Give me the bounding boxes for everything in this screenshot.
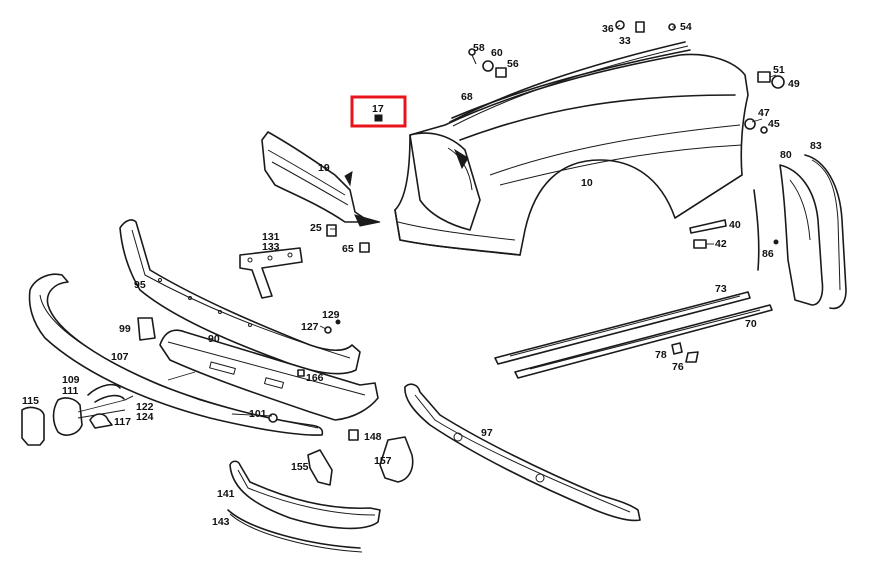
part-17-icon xyxy=(374,114,383,122)
callout-107: 107 xyxy=(111,351,129,363)
lamp-109-111 xyxy=(52,397,126,436)
callout-111: 111 xyxy=(62,385,79,397)
clips-76-78 xyxy=(671,342,699,363)
callout-47: 47 xyxy=(758,107,770,119)
parts-117-122-124 xyxy=(87,383,134,429)
callout-83: 83 xyxy=(810,140,822,152)
bracket-99 xyxy=(137,317,156,341)
fender-part xyxy=(394,49,749,256)
callout-10: 10 xyxy=(581,177,593,189)
callout-58: 58 xyxy=(473,42,485,54)
sill-molding-70 xyxy=(514,304,773,379)
callout-49: 49 xyxy=(788,78,800,90)
callout-148: 148 xyxy=(364,431,382,443)
panels-80-83 xyxy=(779,154,847,310)
callout-157: 157 xyxy=(374,455,392,467)
panel-19 xyxy=(261,131,381,227)
fasteners-127-129 xyxy=(324,319,341,334)
sill-molding-73 xyxy=(494,291,751,365)
callout-33: 33 xyxy=(619,35,631,47)
callout-117: 117 xyxy=(114,416,131,428)
callout-51: 51 xyxy=(773,64,785,76)
callout-90: 90 xyxy=(208,333,220,345)
molding-68 xyxy=(449,41,689,127)
clip-148 xyxy=(348,429,359,441)
bracket-131-133 xyxy=(239,247,303,299)
callout-155: 155 xyxy=(291,461,309,473)
bumper-95 xyxy=(119,219,361,375)
callout-97: 97 xyxy=(481,427,493,439)
callout-101: 101 xyxy=(249,408,267,420)
callout-73: 73 xyxy=(715,283,727,295)
callout-78: 78 xyxy=(655,349,667,361)
callout-127: 127 xyxy=(301,321,319,333)
molding-141 xyxy=(229,460,381,530)
callout-115: 115 xyxy=(22,395,39,407)
callout-80: 80 xyxy=(780,149,792,161)
callout-68: 68 xyxy=(461,91,473,103)
bracket-155 xyxy=(307,449,333,486)
callout-95: 95 xyxy=(134,279,146,291)
callout-109: 109 xyxy=(62,374,80,386)
callout-54: 54 xyxy=(680,21,692,33)
bracket-157 xyxy=(379,436,414,483)
callout-36: 36 xyxy=(602,23,614,35)
callout-25: 25 xyxy=(310,222,322,234)
bumper-90 xyxy=(159,329,379,421)
callout-129: 129 xyxy=(322,309,340,321)
bumper-107 xyxy=(28,273,324,436)
callout-labels: 36 33 54 58 60 56 51 49 68 47 45 17 83 8… xyxy=(22,21,822,528)
callout-19: 19 xyxy=(318,162,330,174)
callout-42: 42 xyxy=(715,238,727,250)
callout-40: 40 xyxy=(729,219,741,231)
callout-60: 60 xyxy=(491,47,503,59)
molding-143 xyxy=(227,509,363,553)
callout-45: 45 xyxy=(768,118,780,130)
callout-166: 166 xyxy=(306,372,324,384)
callout-86: 86 xyxy=(762,248,774,260)
callout-99: 99 xyxy=(119,323,131,335)
callout-141: 141 xyxy=(217,488,235,500)
highlight-box xyxy=(350,95,407,128)
callout-76: 76 xyxy=(672,361,684,373)
bracket-115 xyxy=(21,406,45,446)
callout-133: 133 xyxy=(262,241,280,253)
bar-97 xyxy=(404,383,641,522)
callout-56: 56 xyxy=(507,58,519,70)
callout-65: 65 xyxy=(342,243,354,255)
callout-124: 124 xyxy=(136,411,154,423)
callout-17: 17 xyxy=(372,103,384,115)
callout-122: 122 xyxy=(136,401,154,413)
callout-131: 131 xyxy=(262,231,280,243)
plug-101 xyxy=(268,413,278,423)
clips-25-65 xyxy=(326,224,370,253)
leader-lines xyxy=(167,24,777,417)
strip-86 xyxy=(753,189,779,271)
fastener-166 xyxy=(297,369,305,377)
callout-70: 70 xyxy=(745,318,757,330)
callout-143: 143 xyxy=(212,516,230,528)
hardware-top xyxy=(468,20,785,134)
